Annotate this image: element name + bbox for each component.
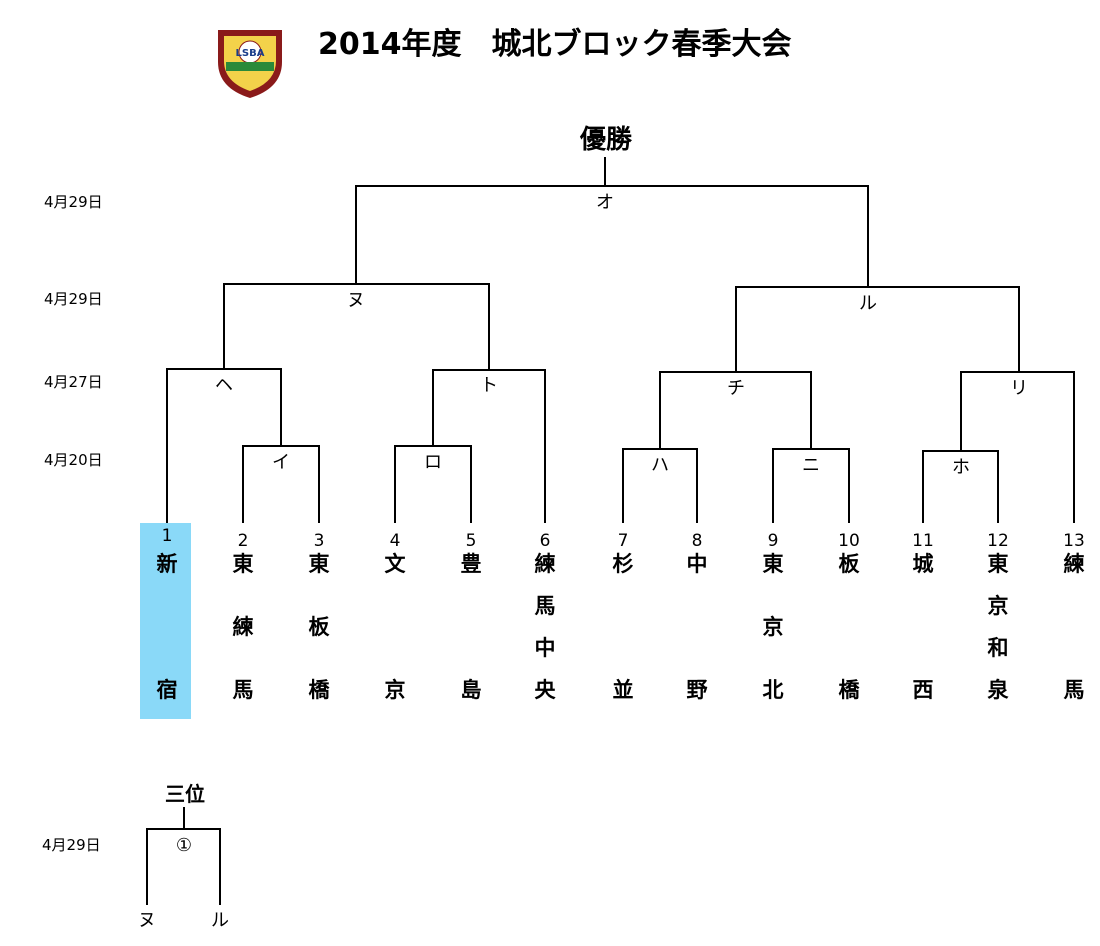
team-name-char: 板 <box>839 552 861 576</box>
seed-number: 5 <box>466 531 477 551</box>
team-name-char: 島 <box>461 678 482 702</box>
team-name-char: 馬 <box>535 594 556 618</box>
match-line-ro <box>394 432 472 523</box>
seed-number: 7 <box>618 531 629 551</box>
third-place-label: 三位 <box>165 782 205 806</box>
third-place-left-entrant: ヌ <box>138 910 156 931</box>
team-name-char: 京 <box>988 594 1009 618</box>
logo-text: LSBA <box>236 48 265 59</box>
team-name-char: 野 <box>687 678 708 702</box>
league-logo: LSBA <box>218 30 282 98</box>
match-line-ri <box>960 357 1075 523</box>
team-name-char: 豊 <box>461 552 482 576</box>
match-line-ha <box>622 436 698 523</box>
match-label-ro: ロ <box>424 452 442 473</box>
seed-number: 6 <box>540 531 551 551</box>
match-line-he <box>166 356 282 523</box>
match-label-ri: リ <box>1010 378 1028 399</box>
team-name-char: 練 <box>233 615 254 639</box>
team-name-char: 中 <box>535 636 556 660</box>
match-label-ru: ル <box>859 293 877 314</box>
match-line-i <box>242 432 320 523</box>
team-name-char: 馬 <box>1064 678 1085 702</box>
date-third-place: 4月29日 <box>42 836 101 854</box>
team-name-char: 橋 <box>309 678 331 702</box>
team-name-char: 央 <box>535 678 557 702</box>
match-label-nu: ヌ <box>347 290 365 311</box>
seed-number: 9 <box>768 531 779 551</box>
team-name-char: 文 <box>385 552 407 576</box>
match-line-o <box>355 157 869 270</box>
team-name-char: 北 <box>763 678 784 702</box>
match-line-ru <box>735 270 1020 357</box>
team-name-char: 新 <box>157 552 178 576</box>
match-line-to <box>432 355 546 523</box>
date-semifinal: 4月29日 <box>44 290 103 308</box>
seed-number: 12 <box>987 531 1009 551</box>
seed-number: 1 <box>162 526 173 546</box>
page-title: 2014年度 城北ブロック春季大会 <box>318 27 792 62</box>
team-name-char: 城 <box>913 552 934 576</box>
match-label-ha: ハ <box>651 455 669 476</box>
seed-number: 11 <box>912 531 934 551</box>
match-label-he: ヘ <box>215 375 233 396</box>
seed-number: 13 <box>1063 531 1085 551</box>
champion-label: 優勝 <box>579 125 633 155</box>
match-line-nu <box>223 270 490 356</box>
match-label-ni: ニ <box>802 455 820 476</box>
logo-band <box>226 62 274 71</box>
third-place-right-entrant: ル <box>211 910 229 931</box>
team-name-char: 西 <box>913 678 934 702</box>
match-label-ho: ホ <box>952 457 970 478</box>
team-name-char: 中 <box>687 552 708 576</box>
date-first-round: 4月20日 <box>44 451 103 469</box>
team-name-char: 京 <box>385 678 406 702</box>
team-name-char: 馬 <box>233 678 254 702</box>
team-columns: 1 2 3 4 5 6 7 8 9 10 11 12 13 新 宿 東 練 馬 … <box>157 526 1085 702</box>
team-name-char: 橋 <box>839 678 861 702</box>
seed-number: 8 <box>692 531 703 551</box>
team-name-char: 並 <box>613 678 634 702</box>
team-name-char: 練 <box>535 552 556 576</box>
team-name-char: 和 <box>988 636 1009 660</box>
team-name-char: 東 <box>233 552 254 576</box>
team-name-char: 板 <box>309 615 331 639</box>
match-line-chi <box>659 357 812 436</box>
team-name-char: 杉 <box>613 552 634 576</box>
seed-number: 10 <box>838 531 860 551</box>
team-name-char: 東 <box>763 552 784 576</box>
date-quarterfinal: 4月27日 <box>44 373 103 391</box>
match-label-chi: チ <box>727 378 745 399</box>
match-label-third: ① <box>176 835 192 856</box>
team-name-char: 京 <box>763 615 784 639</box>
match-label-o: オ <box>596 192 614 213</box>
team-name-char: 東 <box>988 552 1009 576</box>
seed-number: 3 <box>314 531 325 551</box>
match-label-to: ト <box>480 375 498 396</box>
team-name-char: 宿 <box>157 678 178 702</box>
match-label-i: イ <box>272 452 290 473</box>
seed-highlight-box <box>140 523 191 719</box>
seed-number: 2 <box>238 531 249 551</box>
team-name-char: 練 <box>1064 552 1085 576</box>
bracket-lines <box>146 157 1075 905</box>
match-line-ni <box>772 436 850 523</box>
team-name-char: 泉 <box>988 678 1010 702</box>
match-line-third <box>146 807 221 905</box>
seed-number: 4 <box>390 531 401 551</box>
match-line-ho <box>922 438 999 523</box>
team-name-char: 東 <box>309 552 330 576</box>
date-final: 4月29日 <box>44 193 103 211</box>
